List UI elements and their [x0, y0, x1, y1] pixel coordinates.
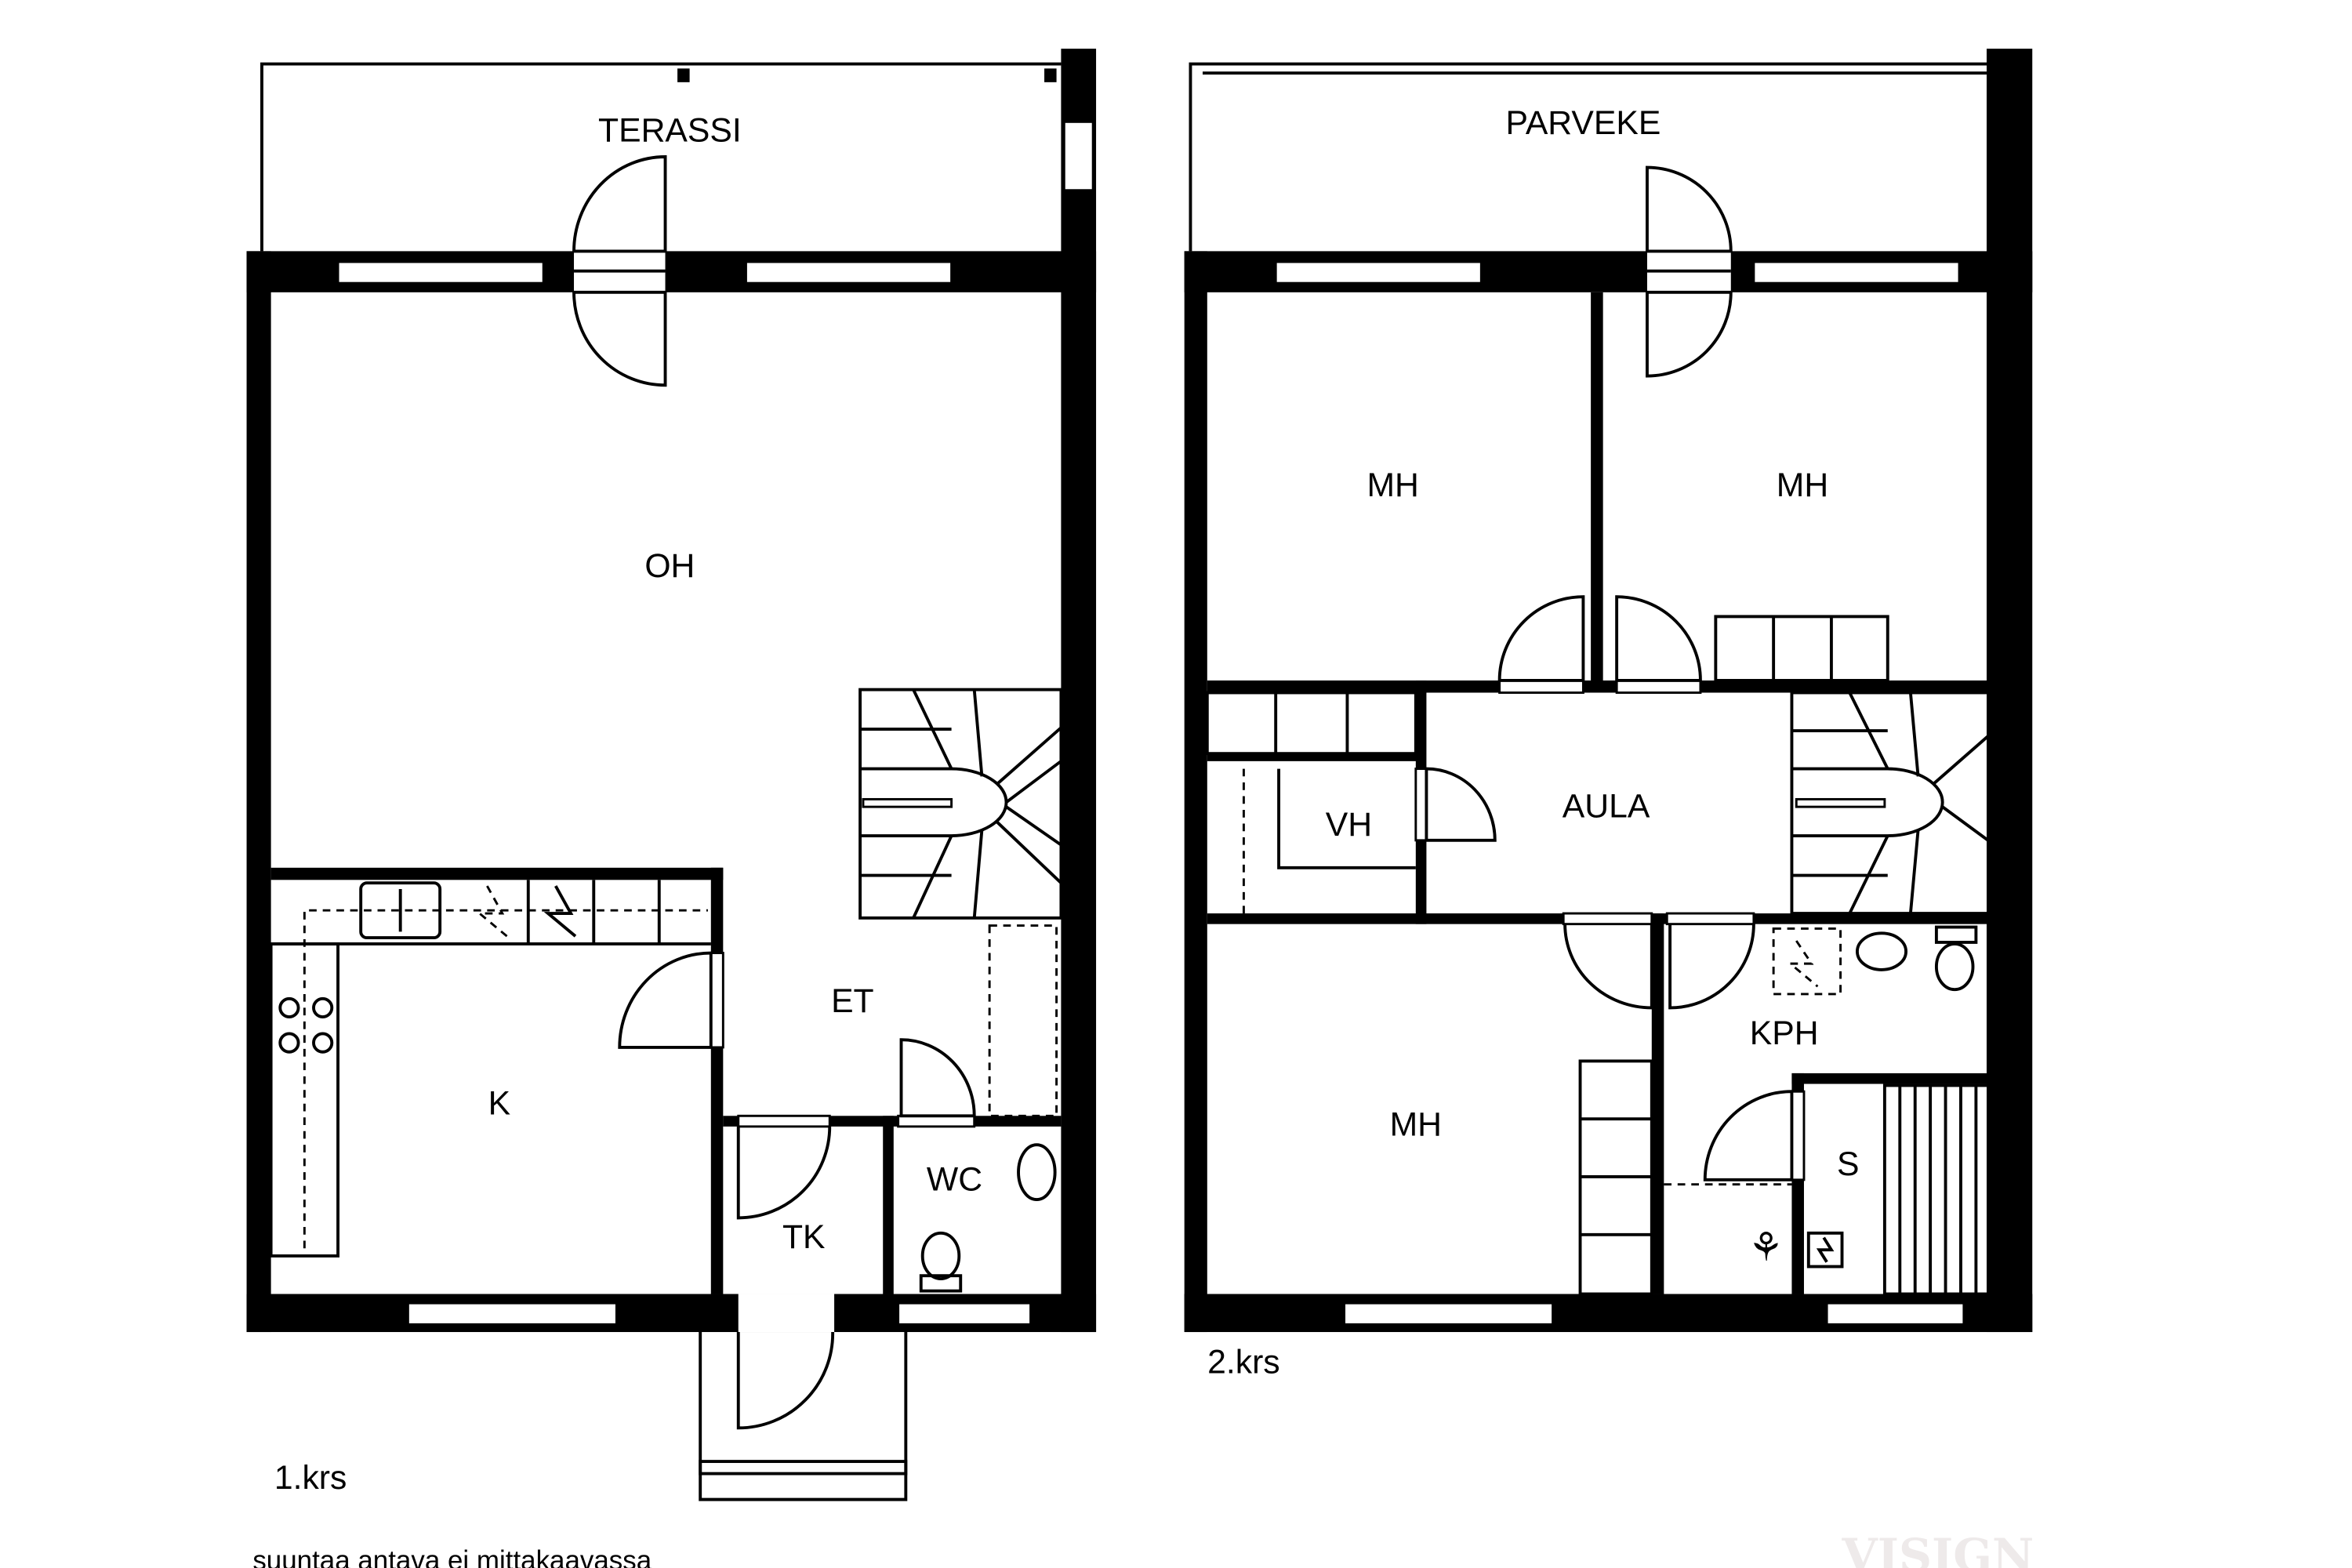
window [745, 260, 953, 285]
room-label-terrace: TERASSI [598, 112, 742, 150]
floor-2-label: 2.krs [1207, 1343, 1280, 1381]
floor-1-label: 1.krs [274, 1459, 347, 1497]
door-swing [618, 951, 713, 1049]
door-swing [1497, 595, 1585, 682]
door-swing [899, 1038, 976, 1118]
room-label-bedroom-2: MH [1777, 466, 1828, 504]
door-swing [572, 155, 667, 253]
watermark-logo: VISIGN [1842, 1528, 2034, 1568]
window [1825, 1301, 1965, 1326]
terrace-railing [260, 62, 1062, 252]
window [336, 260, 545, 285]
floor-1-plan: TERASSI OH K ET TK WC 1.krs [246, 49, 1097, 1501]
room-label-kitchen: K [488, 1084, 510, 1122]
door-swing [1646, 165, 1733, 253]
room-label-closet: TK [782, 1218, 826, 1256]
entrance-porch [699, 1331, 908, 1501]
window [897, 1301, 1033, 1326]
washbasin-icon [1017, 1143, 1057, 1202]
wardrobe [1714, 615, 1889, 682]
floor-2-plan: ⚘ PARVEKE MH MH MH AULA VH KPH S 2.krs [1184, 49, 2033, 1381]
door-swing [1425, 767, 1497, 842]
toilet-icon [1934, 942, 1975, 992]
window [1752, 260, 1961, 285]
sauna-bench [1882, 1083, 1993, 1296]
room-label-bedroom-3: MH [1390, 1106, 1442, 1144]
door-swing [1563, 924, 1653, 1010]
room-label-sauna: S [1837, 1145, 1859, 1183]
shower-icon: ⚘ [1748, 1225, 1784, 1269]
toilet-icon [920, 1231, 961, 1281]
door-swing [736, 1126, 832, 1220]
sauna-stove-icon [1806, 1231, 1844, 1269]
window [406, 1301, 618, 1326]
room-label-hall: ET [831, 982, 874, 1020]
room-label-living: OH [644, 547, 695, 585]
room-label-hallway: AULA [1563, 788, 1650, 826]
wall [1061, 49, 1097, 1333]
sink-icon [359, 881, 442, 940]
window [1274, 260, 1483, 285]
room-label-wardrobe: VH [1326, 806, 1372, 844]
washbasin-icon [1855, 931, 1908, 971]
electric-icon [543, 885, 577, 938]
door-swing [1668, 924, 1755, 1010]
kitchen-counter [269, 880, 711, 1258]
room-label-balcony: PARVEKE [1506, 104, 1661, 142]
door-swing [572, 290, 667, 387]
door-swing [1615, 595, 1702, 682]
room-label-bedroom-1: MH [1367, 466, 1418, 504]
disclaimer: suuntaa antava ei mittakaavassa [252, 1545, 652, 1568]
staircase [1790, 691, 1996, 915]
staircase [858, 688, 1063, 920]
room-label-wc: WC [927, 1160, 982, 1198]
balcony-railing [1189, 62, 1987, 252]
room-label-bathroom: KPH [1750, 1014, 1819, 1052]
door-swing [1646, 290, 1733, 378]
window [1343, 1301, 1555, 1326]
wardrobe [1205, 691, 1417, 756]
door-swing [1703, 1090, 1794, 1181]
